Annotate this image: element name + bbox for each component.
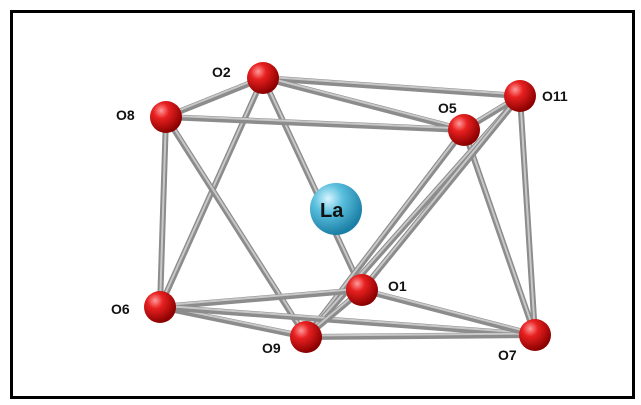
bond-highlight (305, 332, 536, 337)
atom-label-o1: O1 (388, 278, 407, 294)
bond-o2-o11 (260, 75, 523, 99)
bond-highlight (519, 93, 536, 335)
atom-o5 (448, 114, 480, 146)
atom-label-o5: O5 (438, 100, 457, 116)
bond-highlight (262, 75, 465, 130)
bond-o2-o8 (163, 75, 266, 120)
atom-o2 (247, 62, 279, 94)
atom-o11 (504, 80, 536, 112)
atom-label-o2: O2 (212, 64, 231, 80)
atom-o8 (150, 101, 182, 133)
atom-label-o7: O7 (498, 347, 517, 363)
bond-highlight (305, 127, 465, 337)
atom-o9 (290, 321, 322, 353)
bond-highlight (165, 114, 465, 130)
bond-highlight (262, 75, 521, 96)
bond-highlight (262, 75, 363, 290)
bond-highlight (463, 127, 536, 335)
bond-highlight (165, 75, 264, 117)
atom-label-o6: O6 (111, 301, 130, 317)
bond-o8-o5 (163, 114, 467, 133)
atom-label-o9: O9 (262, 340, 281, 356)
atom-label-o11: O11 (542, 88, 568, 104)
bond-highlight (305, 93, 521, 337)
atom-o7 (519, 319, 551, 351)
atom-o1 (346, 274, 378, 306)
bond-highlight (159, 304, 536, 335)
atom-o6 (144, 291, 176, 323)
bond-o6-o1 (157, 287, 365, 310)
bond-o6-o9 (157, 304, 309, 340)
bond-highlight (361, 287, 536, 335)
atoms-group (144, 62, 551, 353)
atom-label-o8: O8 (116, 107, 135, 123)
bond-o6-o7 (157, 304, 538, 338)
bond-o9-o7 (303, 332, 538, 340)
bond-o1-o7 (359, 287, 538, 338)
bond-o2-o5 (260, 75, 467, 133)
bonds-group (157, 75, 538, 340)
bond-highlight (159, 114, 167, 307)
bond-highlight (361, 93, 521, 290)
atom-label-la: La (320, 200, 344, 222)
atom-la (310, 183, 362, 235)
bond-highlight (159, 287, 363, 307)
